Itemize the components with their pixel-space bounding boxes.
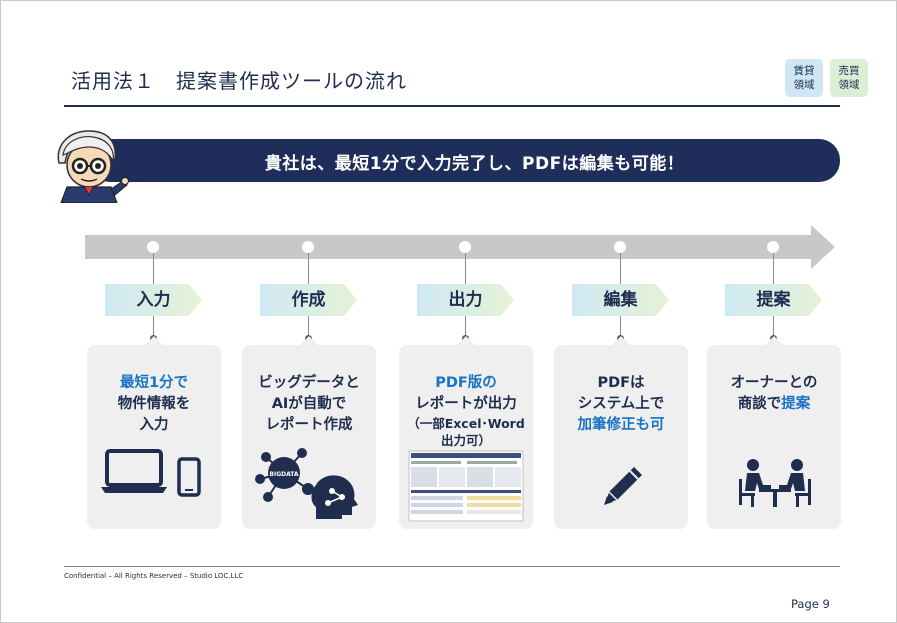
meeting-icon	[739, 459, 811, 507]
connector-bottom-5	[773, 316, 774, 338]
step-label-text: 入力	[136, 290, 171, 310]
card-line: レポートが出力	[415, 396, 517, 412]
timeline-arrow	[85, 225, 835, 269]
step-label-text: 出力	[448, 290, 483, 310]
card-notch	[145, 336, 163, 345]
headline-banner: 貴社は、最短1分で入力完了し、PDFは編集も可能！	[89, 139, 840, 182]
step-label-bg	[725, 284, 822, 316]
step-label-bg	[260, 284, 357, 316]
card-line: 商談で提案	[707, 394, 841, 415]
card-line-highlight: 提案	[781, 396, 811, 412]
step-label-create: 作成	[260, 284, 357, 316]
card-line: AIが自動で	[271, 396, 347, 412]
card-text: ビッグデータと AIが自動で レポート作成	[242, 373, 376, 436]
connector-bottom-2	[308, 316, 309, 338]
page-title: 活用法１ 提案書作成ツールの流れ	[71, 69, 407, 93]
card-line: PDF版の	[435, 375, 497, 391]
card-line: PDFは	[597, 375, 645, 391]
card-text: オーナーとの 商談で提案	[707, 373, 841, 415]
connector-top-4	[620, 253, 621, 284]
card-line: ビッグデータと	[258, 375, 360, 391]
card-line: 物件情報を	[117, 396, 191, 412]
card-text: PDF版の レポートが出力 （一部Excel･Word 出力可）	[399, 373, 533, 449]
card-line: 加筆修正も可	[577, 417, 665, 433]
badge-sales: 売買 領域	[830, 59, 868, 97]
step-card-propose: オーナーとの 商談で提案	[707, 336, 841, 529]
step-label-bg	[105, 284, 202, 316]
step-card-input: 最短1分で 物件情報を 入力	[87, 336, 221, 529]
card-note-line: （一部Excel･Word	[407, 416, 525, 431]
card-line-prefix: 商談で	[737, 396, 782, 412]
page-number: Page 9	[791, 597, 830, 611]
connector-bottom-1	[153, 316, 154, 338]
badge-sales-line1: 売買	[838, 65, 860, 77]
card-notch	[612, 336, 630, 345]
footer-confidential: Confidential – All Rights Reserved – Stu…	[64, 572, 244, 580]
step-label-bg	[417, 284, 514, 316]
card-notch	[765, 336, 783, 345]
connector-top-1	[153, 253, 154, 284]
bigdata-label: BIGDATA	[269, 471, 299, 478]
step-label-bg	[572, 284, 669, 316]
step-label-text: 編集	[603, 290, 638, 310]
card-line: システム上で	[577, 396, 665, 412]
badge-rental-line1: 賃貸	[793, 65, 815, 77]
card-text: PDFは システム上で 加筆修正も可	[554, 373, 688, 436]
connector-top-2	[308, 253, 309, 284]
laptop-phone-icon	[101, 449, 201, 497]
card-text: 最短1分で 物件情報を 入力	[87, 373, 221, 436]
step-label-input: 入力	[105, 284, 202, 316]
step-label-text: 作成	[291, 290, 326, 310]
badge-sales-line2: 領域	[838, 79, 860, 91]
card-line: 最短1分で	[119, 375, 189, 391]
step-label-edit: 編集	[572, 284, 669, 316]
step-card-create: ビッグデータと AIが自動で レポート作成 BIGDATA	[242, 336, 376, 529]
step-card-edit: PDFは システム上で 加筆修正も可	[554, 336, 688, 529]
connector-bottom-3	[465, 316, 466, 338]
card-line: レポート作成	[265, 417, 353, 433]
card-note-line: 出力可）	[440, 433, 491, 448]
title-divider	[64, 105, 840, 107]
report-thumbnail-icon	[408, 450, 524, 522]
connector-bottom-4	[620, 316, 621, 338]
bigdata-ai-icon: BIGDATA	[255, 448, 358, 519]
step-label-propose: 提案	[725, 284, 822, 316]
card-line: オーナーとの	[730, 375, 818, 391]
connector-top-5	[773, 253, 774, 284]
badge-rental: 賃貸 領域	[785, 59, 823, 97]
card-notch	[457, 336, 475, 345]
connector-top-3	[465, 253, 466, 284]
step-label-output: 出力	[417, 284, 514, 316]
badge-rental-line2: 領域	[793, 79, 815, 91]
card-line: 入力	[139, 417, 169, 433]
pencil-icon	[604, 467, 642, 505]
footer-divider	[64, 566, 840, 567]
headline-text: 貴社は、最短1分で入力完了し、PDFは編集も可能！	[264, 154, 685, 174]
mascot-icon	[57, 130, 129, 203]
step-label-text: 提案	[756, 290, 791, 310]
step-card-output: PDF版の レポートが出力 （一部Excel･Word 出力可）	[399, 336, 533, 529]
card-notch	[300, 336, 318, 345]
